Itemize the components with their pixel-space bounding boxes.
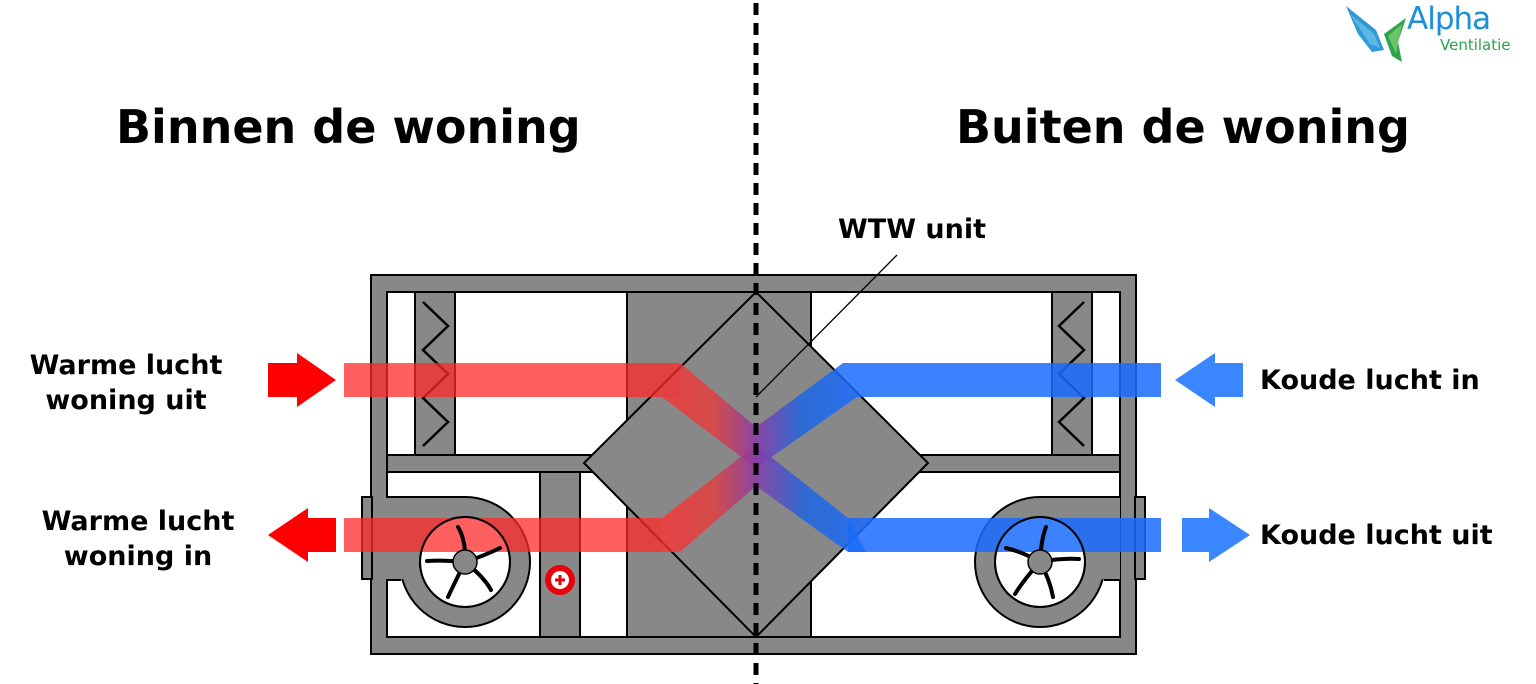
heater-plus-icon	[545, 565, 575, 595]
cold-stream-exhaust	[756, 445, 1161, 552]
cold-in-arrow-icon	[1175, 353, 1243, 407]
warm-in-arrow-icon	[268, 508, 336, 562]
cold-out-arrow-icon	[1182, 508, 1250, 562]
label-cold-out: Koude lucht uit	[1260, 520, 1493, 551]
label-warm-in-line2: woning in	[63, 541, 213, 572]
label-warm-out-line2: woning uit	[45, 385, 207, 416]
warm-stream-extract	[344, 363, 756, 468]
label-warm-out: Warme lucht woning uit	[12, 348, 240, 418]
unit-label-pointer	[755, 254, 898, 398]
cold-stream-intake	[756, 363, 1161, 468]
fan-left-impeller	[419, 516, 511, 608]
label-warm-in: Warme lucht woning in	[24, 504, 252, 574]
warm-stream-supply	[344, 445, 756, 552]
label-warm-out-line1: Warme lucht	[29, 350, 223, 381]
heater-column	[539, 471, 581, 638]
warm-out-arrow-icon	[268, 353, 336, 407]
fan-right-impeller	[994, 516, 1086, 608]
logo-name: Alpha	[1407, 1, 1491, 37]
logo-butterfly-icon	[1346, 6, 1406, 62]
unit-label: WTW unit	[838, 214, 986, 245]
label-cold-in: Koude lucht in	[1260, 365, 1480, 396]
logo: Alpha Ventilatie	[1344, 2, 1534, 64]
logo-sub: Ventilatie	[1440, 36, 1511, 54]
heading-outside: Buiten de woning	[956, 100, 1410, 154]
label-warm-in-line1: Warme lucht	[41, 506, 235, 537]
heading-inside: Binnen de woning	[116, 100, 581, 154]
